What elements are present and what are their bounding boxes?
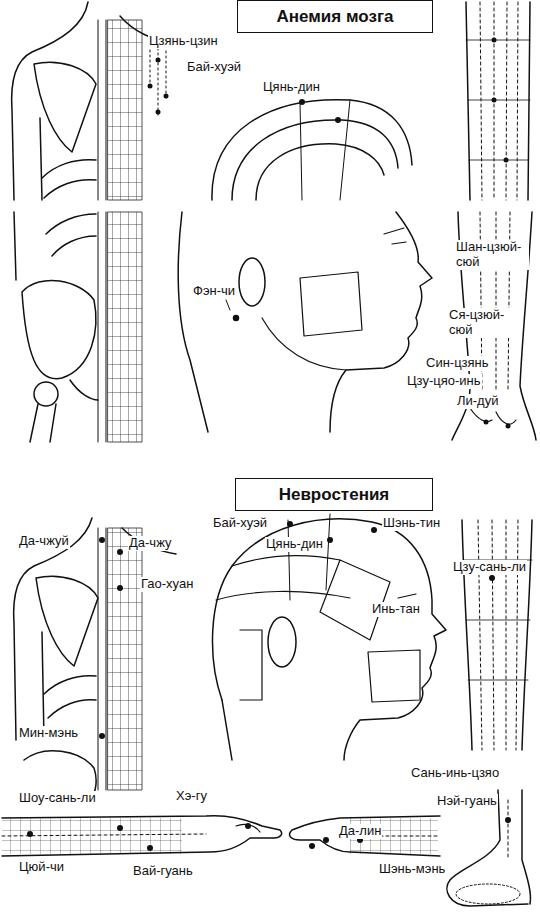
title-box: Невростения	[235, 478, 433, 511]
point-label: Цюй-чи	[18, 860, 65, 875]
point-label: Шан-цзюй-сюй	[455, 240, 529, 270]
point-label: Цянь-дин	[262, 80, 321, 95]
point-label: Фэн-чи	[192, 284, 236, 299]
point-label: Шэнь-мэнь	[378, 862, 446, 877]
point-label: Да-лин	[338, 824, 382, 839]
point-label: Бай-хуэй	[186, 60, 242, 75]
title-box: Анемия мозга	[237, 0, 433, 33]
point-label: Цянь-дин	[265, 537, 324, 552]
point-label: Мин-мэнь	[18, 726, 79, 741]
point-label: Инь-тан	[371, 602, 421, 617]
point-label: Ли-дуй	[456, 394, 499, 409]
point-label: Да-чжу	[128, 536, 172, 551]
point-label: Шоу-сань-ли	[18, 791, 97, 806]
point-label: Цзу-цяо-инь	[406, 374, 482, 389]
point-label: Сань-инь-цзяо	[410, 766, 500, 781]
title-text: Невростения	[279, 485, 390, 505]
point-label: Гао-хуан	[140, 577, 194, 592]
point-label: Хэ-гу	[175, 789, 208, 804]
point-label: Цзу-сань-ли	[452, 560, 527, 575]
point-label: Вай-гуань	[132, 864, 194, 879]
point-label: Ся-цзюй-сюй	[448, 308, 522, 338]
point-label: Нэй-гуань	[436, 794, 498, 809]
point-label: Цзянь-цзин	[148, 34, 219, 49]
point-label: Шэнь-тин	[382, 516, 441, 531]
point-label: Бай-хуэй	[212, 516, 268, 531]
point-label: Син-цзянь	[425, 356, 489, 371]
title-text: Анемия мозга	[277, 7, 394, 27]
point-label: Да-чжуй	[18, 534, 70, 549]
